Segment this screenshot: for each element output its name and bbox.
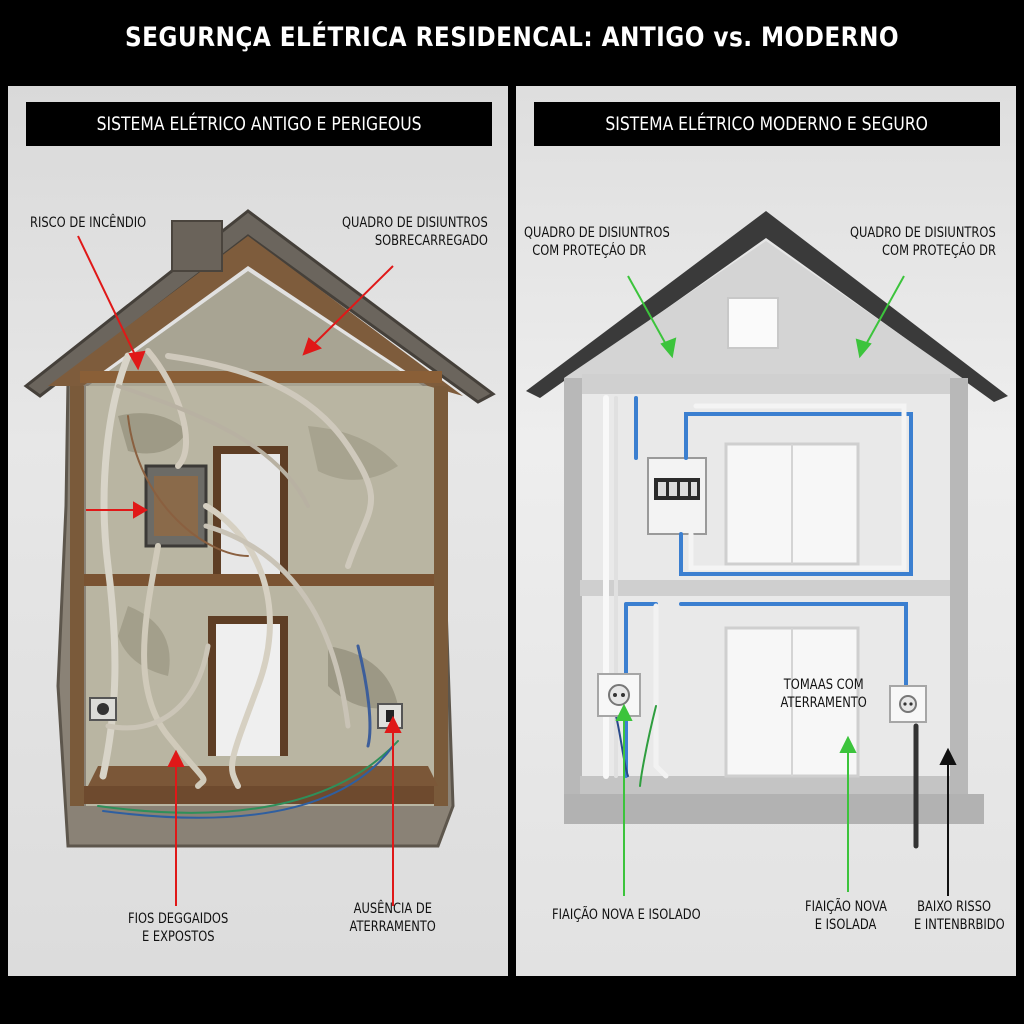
new-wiring-label-left: FIAIÇÃO NOVA E ISOLADO xyxy=(552,907,701,923)
modern-system-banner: SISTEMA ELÉTRICO MODERNO E SEGURO xyxy=(534,102,1000,146)
modern-system-panel: SISTEMA ELÉTRICO MODERNO E SEGURO QUADRO… xyxy=(516,86,1016,976)
page-title: SEGURNÇA ELÉTRICA RESIDENCAL: ANTIGO vs.… xyxy=(124,22,900,53)
old-system-panel: SISTEMA ELÉTRICO ANTIGO E PERIGEOUS RISC… xyxy=(8,86,508,976)
old-house-illustration xyxy=(23,209,496,906)
fire-risk-label: RISCO DE INCÊNDIO xyxy=(30,215,147,231)
modern-house-illustration xyxy=(526,211,1008,896)
old-system-banner: SISTEMA ELÉTRICO ANTIGO E PERIGEOUS xyxy=(26,102,492,146)
